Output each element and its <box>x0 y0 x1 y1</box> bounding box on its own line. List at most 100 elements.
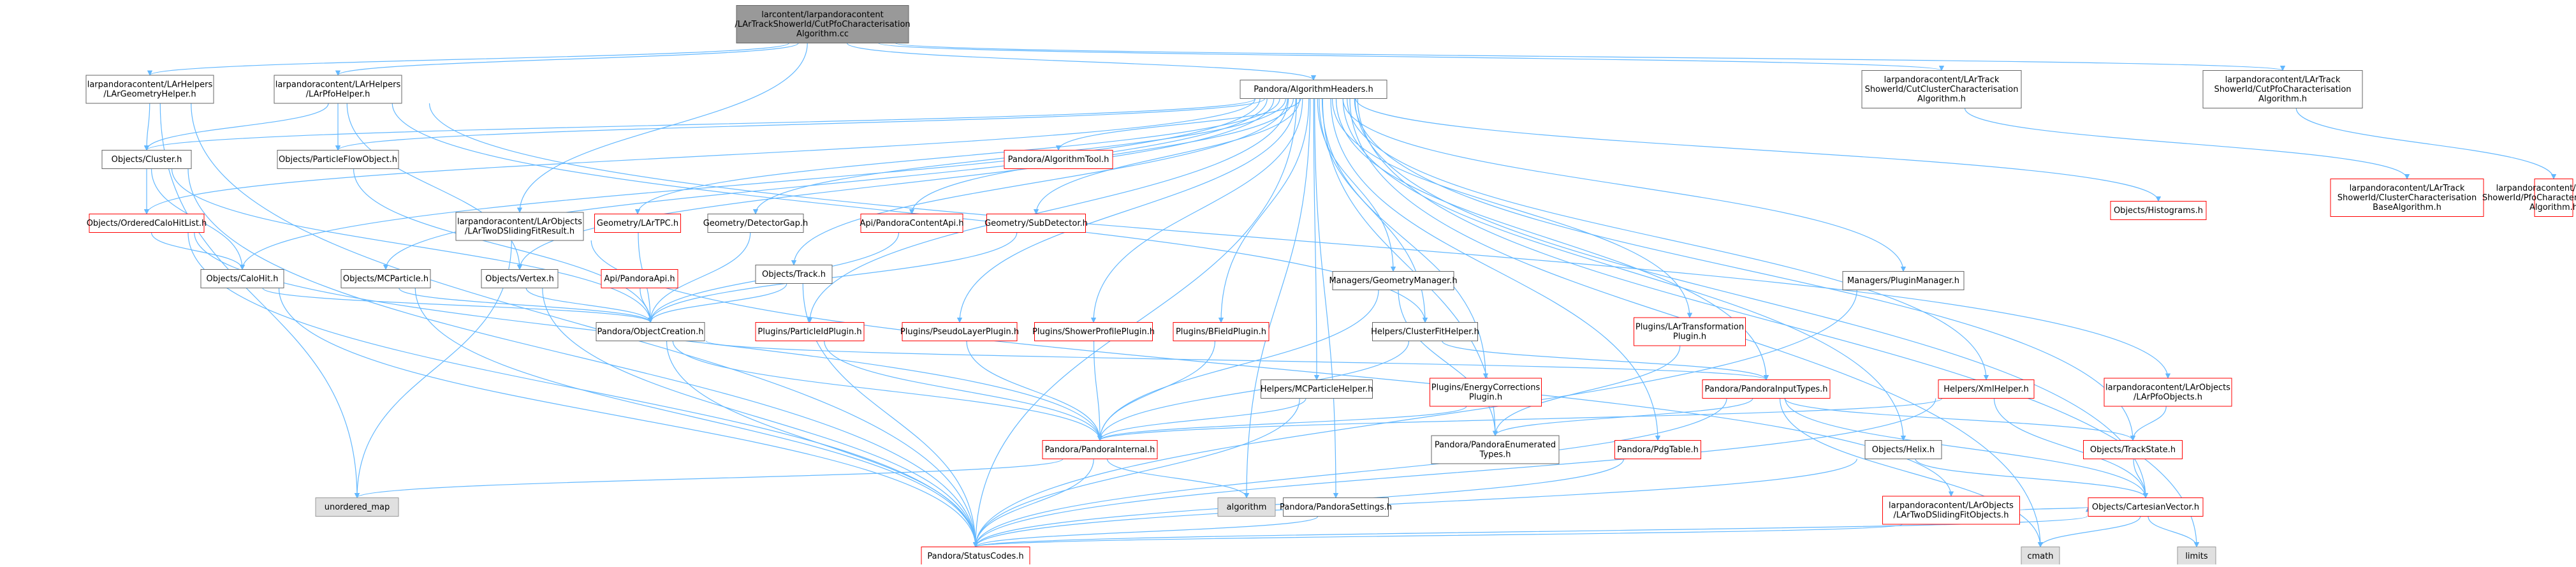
node-twodfitobj[interactable]: larpandoracontent/LArObjects/LArTwoDSlid… <box>1882 496 2020 525</box>
node-mcphelper[interactable]: Helpers/MCParticleHelper.h <box>1261 379 1373 399</box>
node-cutpfo[interactable]: larpandoracontent/LArTrackShowerId/CutPf… <box>2202 70 2363 108</box>
node-label: larpandoracontent/LArObjects <box>2105 383 2230 393</box>
node-pandorainternal[interactable]: Pandora/PandoraInternal.h <box>1042 440 1158 459</box>
edge-pandorainternal-to-statuscodes <box>972 459 1094 548</box>
node-box <box>340 269 431 288</box>
node-bfield[interactable]: Plugins/BFieldPlugin.h <box>1173 322 1270 341</box>
node-pfohelper[interactable]: larpandoracontent/LArHelpers/LArPfoHelpe… <box>274 75 402 104</box>
node-algtool[interactable]: Pandora/AlgorithmTool.h <box>1004 150 1113 169</box>
node-label: Objects/OrderedCaloHitList.h <box>87 219 207 228</box>
edge-alghdr-to-pdgtable <box>1330 98 1661 441</box>
node-label: Algorithm.h <box>1917 94 1966 104</box>
node-iohelper[interactable]: Helpers/XmlHelper.h <box>1938 379 2035 399</box>
node-box <box>2110 201 2207 220</box>
edge-cluster-to-statuscodes <box>187 168 979 548</box>
edge-pfohelper-to-cluster <box>143 103 329 151</box>
node-label: Plugins/ParticleIdPlugin.h <box>757 327 861 337</box>
node-box <box>601 269 678 288</box>
node-alghdr[interactable]: Pandora/AlgorithmHeaders.h <box>1240 80 1387 99</box>
node-label: Api/PandoraContentApi.h <box>860 219 964 228</box>
node-pfochar[interactable]: larpandoracontent/LArTrackShowerId/PfoCh… <box>2482 179 2576 217</box>
node-twodfit[interactable]: larpandoracontent/LArObjects/LArTwoDSlid… <box>455 212 584 241</box>
node-objcreation[interactable]: Pandora/ObjectCreation.h <box>596 322 705 341</box>
edge-calohit-to-statuscodes <box>278 288 979 548</box>
node-pluginmgr[interactable]: Managers/PluginManager.h <box>1842 271 1965 290</box>
edge-root-to-cutpfo <box>895 42 2285 71</box>
node-partid[interactable]: Plugins/ParticleIdPlugin.h <box>755 322 865 341</box>
node-geommgr[interactable]: Managers/GeometryManager.h <box>1329 271 1458 290</box>
node-box <box>860 214 963 233</box>
edge-alghdr-to-shower <box>1090 98 1303 323</box>
edge-geomhelper-to-unordered <box>159 103 360 499</box>
node-label: ShowerId/CutPfoCharacterisation <box>2214 85 2351 94</box>
node-box <box>1614 440 1701 459</box>
node-cluster[interactable]: Objects/Cluster.h <box>101 150 192 169</box>
node-geomtpc[interactable]: Geometry/LArTPC.h <box>594 214 681 233</box>
node-box <box>1240 80 1387 99</box>
node-subdet[interactable]: Geometry/SubDetector.h <box>984 214 1088 233</box>
edge-objcreation-to-statuscodes <box>666 341 979 548</box>
node-statuscodes[interactable]: Pandora/StatusCodes.h <box>921 547 1030 566</box>
edge-larpfoobj-to-trackstate <box>2130 406 2167 441</box>
node-apipandora[interactable]: Api/PandoraApi.h <box>601 269 678 288</box>
node-label: ShowerId/ClusterCharacterisation <box>2338 193 2477 203</box>
node-trackstate[interactable]: Objects/TrackState.h <box>2083 440 2183 459</box>
node-cutcluster[interactable]: larpandoracontent/LArTrackShowerId/CutCl… <box>1861 70 2022 108</box>
edge-vertex-to-objcreation <box>525 288 654 323</box>
node-pfoflow[interactable]: Objects/ParticleFlowObject.h <box>277 150 399 169</box>
node-cmath[interactable]: cmath <box>2021 547 2060 566</box>
edge-alghdr-to-bfield <box>1218 98 1310 323</box>
edge-alghdr-to-pfoflow <box>335 98 1266 151</box>
edge-root-to-geomhelper <box>147 42 789 76</box>
node-algorithm[interactable]: algorithm <box>1217 497 1276 517</box>
node-shower[interactable]: Plugins/ShowerProfilePlugin.h <box>1032 322 1155 341</box>
node-helix[interactable]: Objects/Helix.h <box>1864 440 1942 459</box>
node-pseudo[interactable]: Plugins/PseudoLayerPlugin.h <box>900 322 1019 341</box>
node-geomhelper[interactable]: larpandoracontent/LArHelpers/LArGeometry… <box>85 75 214 104</box>
node-cartesian[interactable]: Objects/CartesianVector.h <box>2088 497 2204 517</box>
edge-iohelper-to-statuscodes <box>972 398 1936 548</box>
node-label: Pandora/StatusCodes.h <box>927 552 1023 561</box>
node-box <box>755 322 865 341</box>
node-label: Plugin.h <box>1673 332 1706 342</box>
node-orderedcalo[interactable]: Objects/OrderedCaloHitList.h <box>87 214 207 233</box>
node-clusterchar[interactable]: larpandoracontent/LArTrackShowerId/Clust… <box>2330 179 2484 217</box>
node-label: /LArTwoDSlidingFitResult.h <box>465 227 574 237</box>
node-pdgtable[interactable]: Pandora/PdgTable.h <box>1614 440 1701 459</box>
node-label: unordered_map <box>325 503 390 512</box>
node-limits[interactable]: limits <box>2177 547 2216 566</box>
node-label: Algorithm.h <box>2258 94 2307 104</box>
node-label: larpandoracontent/LArHelpers <box>87 80 213 90</box>
edge-pfohelper-to-larpfoobj <box>428 103 2171 379</box>
node-inputtypes[interactable]: Pandora/PandoraInputTypes.h <box>1702 379 1831 399</box>
node-root[interactable]: larcontent/larpandoracontent/LArTrackSho… <box>735 5 911 43</box>
edge-cartesian-to-limits <box>2148 516 2200 548</box>
node-label: Pandora/PandoraInternal.h <box>1045 445 1155 455</box>
node-mcparticle[interactable]: Objects/MCParticle.h <box>340 269 431 288</box>
edge-twodfit-to-twodfitobj <box>590 240 1954 497</box>
edge-alghdr-to-algorithm <box>1243 98 1311 499</box>
edge-iohelper-to-pandorainternal <box>1097 397 1943 441</box>
node-larpfoobj[interactable]: larpandoracontent/LArObjects/LArPfoObjec… <box>2104 378 2232 407</box>
node-calohit[interactable]: Objects/CaloHit.h <box>200 269 284 288</box>
node-label: Helpers/ClusterFitHelper.h <box>1371 327 1479 337</box>
node-apicontent[interactable]: Api/PandoraContentApi.h <box>860 214 964 233</box>
node-track[interactable]: Objects/Track.h <box>755 265 833 284</box>
node-detgap[interactable]: Geometry/DetectorGap.h <box>703 214 809 233</box>
node-label: Objects/Helix.h <box>1872 445 1935 455</box>
node-settings[interactable]: Pandora/PandoraSettings.h <box>1280 497 1392 517</box>
node-clusterfit[interactable]: Helpers/ClusterFitHelper.h <box>1371 322 1479 341</box>
node-box <box>277 150 399 169</box>
edge-alghdr-to-orderedcalo <box>143 98 1256 215</box>
edge-inputtypes-to-cmath <box>1779 398 2044 548</box>
node-vertex[interactable]: Objects/Vertex.h <box>481 269 559 288</box>
node-box <box>481 269 559 288</box>
node-label: larpandoracontent/LArTrack <box>2496 184 2576 193</box>
node-unordered[interactable]: unordered_map <box>315 497 399 517</box>
node-histograms[interactable]: Objects/Histograms.h <box>2110 201 2207 220</box>
node-label: algorithm <box>1227 503 1267 512</box>
